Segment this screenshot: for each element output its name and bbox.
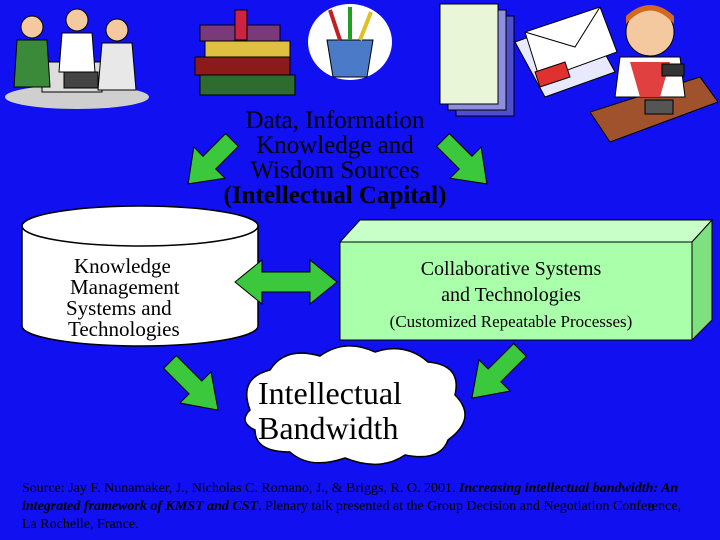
citation-authors: Source: Jay F. Nunamaker, J., Nicholas C… — [22, 481, 459, 496]
citation-title: Increasing intellectual bandwidth: An in… — [22, 481, 679, 515]
envelopes-icon — [514, 6, 618, 98]
citation-venue: . Plenary talk presented at the Group De… — [22, 499, 682, 533]
sources-line-2: Knowledge and — [256, 132, 414, 159]
bandwidth-line-2: Bandwidth — [258, 410, 399, 447]
page-number: 8 — [648, 500, 654, 514]
collab-label: Collaborative Systems and Technologies — [356, 256, 666, 308]
km-line-1: Knowledge — [74, 254, 171, 278]
km-line-4: Technologies — [68, 317, 180, 341]
km-cylinder — [21, 205, 259, 347]
bandwidth-label: Intellectual Bandwidth — [248, 375, 428, 447]
sources-label: Data, Information Knowledge and Wisdom S… — [200, 108, 470, 208]
sources-line-4: (Intellectual Capital) — [223, 182, 447, 209]
arrow-collab-to-bandwidth — [471, 342, 528, 399]
bandwidth-cloud — [244, 345, 466, 466]
arrow-sources-to-km — [187, 132, 240, 185]
person-on-phone-icon — [590, 5, 718, 143]
arrow-sources-to-collab — [435, 132, 488, 185]
collab-line-2: and Technologies — [441, 284, 581, 306]
books-icon — [194, 9, 296, 96]
document-stack-icon — [439, 3, 515, 117]
sources-line-1: Data, Information — [245, 107, 425, 134]
collab-subtitle: (Customized Repeatable Processes) — [389, 312, 633, 331]
source-citation: Source: Jay F. Nunamaker, J., Nicholas C… — [22, 480, 682, 535]
km-line-2: Management — [70, 275, 180, 299]
pens-cup-icon — [308, 4, 392, 80]
arrow-km-to-bandwidth — [162, 354, 219, 411]
arrow-km-collab-bidirectional — [234, 258, 338, 306]
sources-line-3: Wisdom Sources — [250, 157, 420, 184]
collab-line-1: Collaborative Systems — [420, 258, 602, 280]
people-meeting-icon — [5, 8, 149, 109]
collab-box — [338, 218, 714, 342]
bandwidth-line-1: Intellectual — [258, 375, 402, 411]
km-label: Knowledge Management Systems and Technol… — [62, 256, 212, 340]
km-line-3: Systems and — [66, 296, 172, 320]
